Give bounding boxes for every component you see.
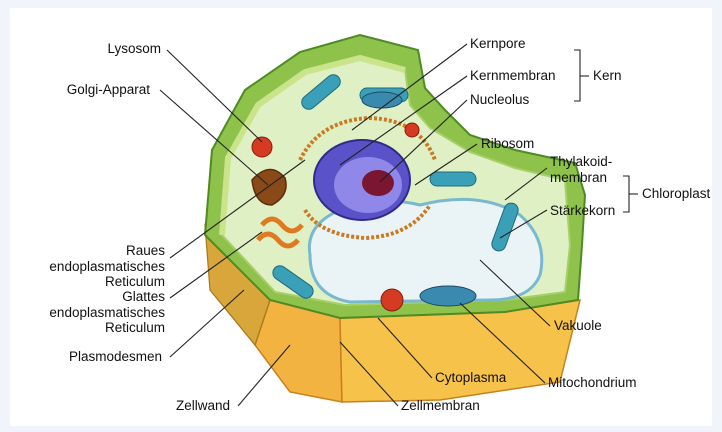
mitochondrion bbox=[420, 286, 476, 306]
label-staerkekorn: Stärkekorn bbox=[550, 203, 615, 218]
label-thylakoid-line2: membran bbox=[550, 170, 607, 185]
label-kernmembran: Kernmembran bbox=[470, 68, 556, 83]
label-plasmodesmen: Plasmodesmen bbox=[69, 349, 162, 364]
label-ribosom: Ribosom bbox=[481, 136, 534, 151]
label-golgi: Golgi-Apparat bbox=[67, 82, 151, 97]
labels-left: Lysosom Golgi-Apparat Raues endoplasmati… bbox=[49, 41, 230, 413]
label-glattes-line2: endoplasmatisches bbox=[49, 305, 165, 320]
label-zellmembran: Zellmembran bbox=[401, 398, 480, 413]
label-glattes-line1: Glattes bbox=[122, 289, 165, 304]
label-raues-line3: Reticulum bbox=[105, 274, 165, 289]
lysosome-3 bbox=[381, 289, 403, 311]
label-raues-line1: Raues bbox=[126, 243, 165, 258]
label-raues-line2: endoplasmatisches bbox=[49, 259, 165, 274]
label-kernpore: Kernpore bbox=[470, 36, 526, 51]
plant-cell-illustration bbox=[205, 35, 585, 402]
label-vakuole: Vakuole bbox=[554, 318, 602, 333]
chloroplast-3 bbox=[430, 172, 476, 186]
lysosome-2 bbox=[405, 123, 419, 137]
mitochondrion-2 bbox=[362, 92, 402, 108]
label-kern: Kern bbox=[593, 68, 622, 83]
label-mitochondrium: Mitochondrium bbox=[548, 375, 637, 390]
label-zellwand: Zellwand bbox=[176, 398, 230, 413]
label-thylakoid-line1: Thylakoid- bbox=[550, 154, 612, 169]
label-chloroplast: Chloroplast bbox=[642, 186, 711, 201]
lysosome bbox=[252, 137, 272, 157]
label-nucleolus: Nucleolus bbox=[470, 92, 530, 107]
label-glattes-line3: Reticulum bbox=[105, 320, 165, 335]
label-cytoplasma: Cytoplasma bbox=[435, 370, 507, 385]
label-lysosom: Lysosom bbox=[107, 41, 161, 56]
